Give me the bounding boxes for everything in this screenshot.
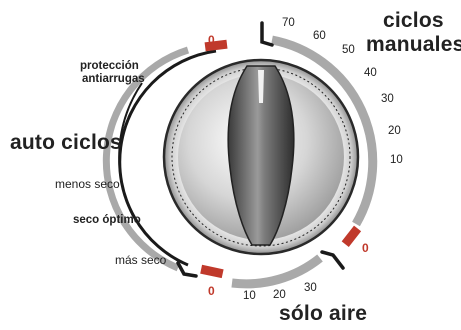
manual-tick-50: 50 (342, 44, 355, 56)
manual-tick-labels: 70 60 50 40 30 20 10 (282, 17, 403, 166)
knob-grip-icon[interactable] (227, 65, 295, 246)
more-dry-label: más seco (115, 253, 167, 267)
wrinkle-guard-line1: protección (80, 60, 139, 72)
off-marker-right (341, 225, 362, 247)
pointer-notch-icon (258, 70, 264, 103)
off-label-bottom: 0 (208, 284, 215, 298)
off-marker-bottom (200, 264, 224, 279)
manual-tick-20: 20 (388, 125, 401, 137)
manual-tick-40: 40 (364, 67, 377, 79)
optimal-dry-label: seco óptimo (73, 214, 141, 226)
air-only-heading: sólo aire (279, 302, 368, 325)
air-tick-30: 30 (304, 282, 317, 294)
manual-cycles-heading-line2: manuales (366, 33, 461, 56)
manual-tick-60: 60 (313, 30, 326, 42)
wrinkle-guard-line2: antiarrugas (82, 73, 145, 85)
manual-cycles-track (271, 35, 378, 227)
manual-start-hook (260, 21, 274, 47)
auto-cycles-track (102, 46, 190, 272)
manual-tick-30: 30 (381, 93, 394, 105)
air-tick-labels: 10 20 30 (243, 282, 317, 302)
air-tick-20: 20 (273, 289, 286, 301)
off-marker-top (204, 39, 228, 52)
manual-tick-10: 10 (390, 154, 403, 166)
auto-cycles-heading: auto ciclos (10, 131, 122, 154)
manual-cycles-heading-line1: ciclos (383, 9, 444, 32)
air-track (231, 254, 323, 289)
manual-tick-70: 70 (282, 17, 295, 29)
off-label-right: 0 (362, 241, 369, 255)
air-end-hook (320, 250, 345, 270)
less-dry-label: menos seco (55, 177, 120, 191)
auto-end-hook (176, 261, 198, 278)
air-tick-10: 10 (243, 290, 256, 302)
auto-region-outline (118, 49, 217, 267)
off-label-top: 0 (208, 33, 215, 47)
